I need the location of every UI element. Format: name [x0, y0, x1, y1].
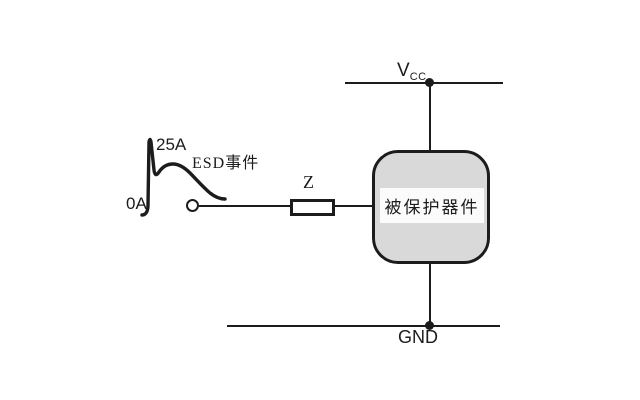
impedance-resistor — [290, 199, 335, 216]
vcc-rail — [345, 82, 503, 84]
vcc-junction-dot — [425, 78, 434, 87]
wire-impedance-to-device — [335, 205, 374, 207]
gnd-rail — [227, 325, 500, 327]
vcc-label: VCC — [397, 60, 427, 83]
baseline-current-label: 0A — [126, 194, 147, 213]
esd-event-label: ESD事件 — [192, 155, 260, 172]
wire-device-to-gnd — [429, 262, 431, 326]
protected-device-label: 被保护器件 — [384, 198, 480, 217]
wire-vcc-to-device — [429, 84, 431, 150]
peak-current-label: 25A — [156, 135, 187, 154]
protected-device-label-band: 被保护器件 — [380, 188, 484, 223]
esd-waveform-trace — [140, 137, 227, 217]
impedance-label: Z — [303, 172, 314, 192]
gnd-label: GND — [398, 327, 438, 347]
vcc-label-subscript: CC — [409, 71, 427, 83]
wire-terminal-to-impedance — [199, 205, 290, 207]
input-terminal-circle — [186, 199, 199, 212]
vcc-label-main: V — [397, 60, 410, 81]
